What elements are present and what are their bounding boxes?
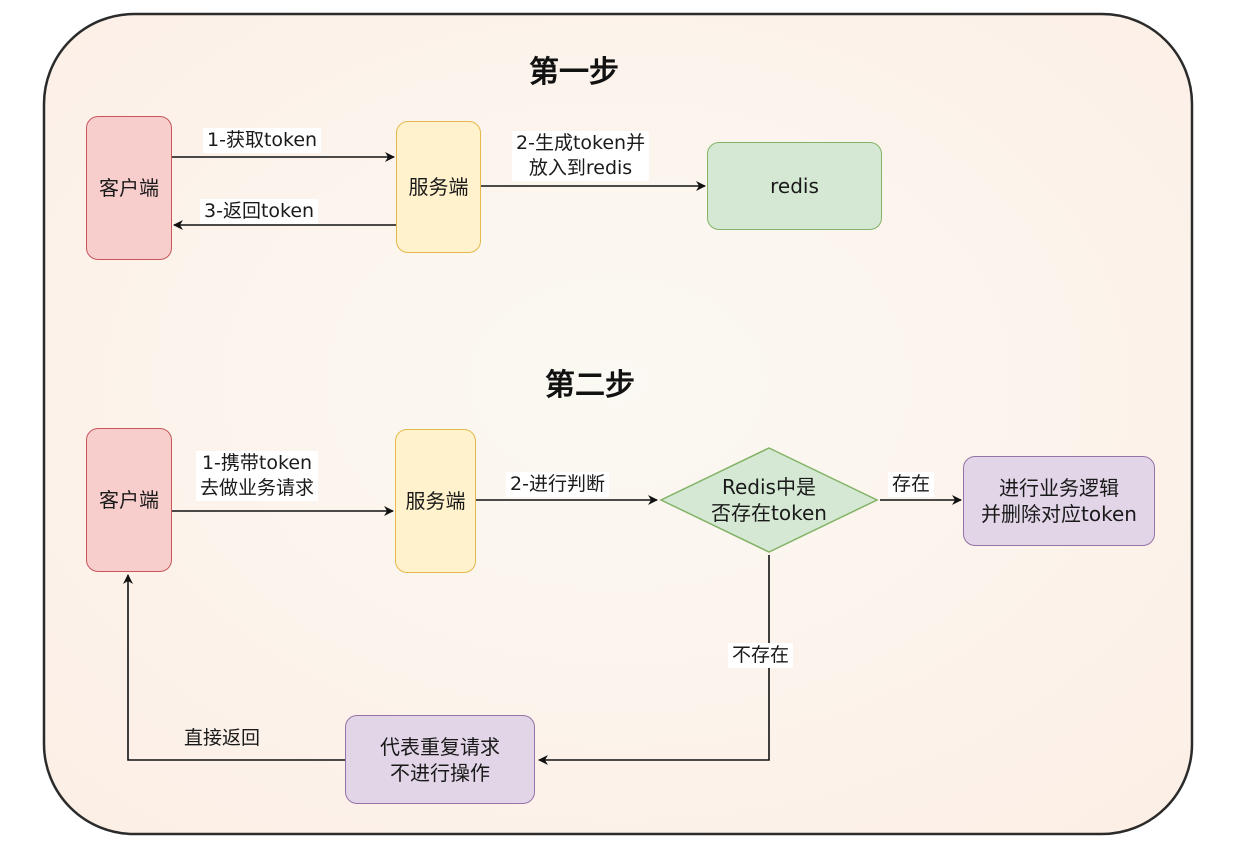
duplicate-request-node: 代表重复请求 不进行操作 [345, 715, 535, 804]
step2-server-node: 服务端 [395, 429, 476, 573]
edge-return-token-label: 3-返回token [200, 199, 319, 224]
edge-get-token-label: 1-获取token [203, 128, 322, 153]
decision-diamond [659, 447, 879, 553]
edge-return-direct [123, 574, 345, 761]
duplicate-request-label: 代表重复请求 不进行操作 [380, 734, 500, 785]
redis-label: redis [770, 174, 819, 198]
step1-client-label: 客户端 [99, 176, 159, 200]
edge-not-exists-label: 不存在 [728, 643, 794, 668]
decision-label: Redis中是 否存在token [711, 475, 827, 525]
edge-judge-label: 2-进行判断 [506, 472, 609, 497]
edge-generate-token-label: 2-生成token并 放入到redis [512, 131, 650, 181]
edge-exists-label: 存在 [888, 472, 935, 497]
process-node: 进行业务逻辑 并删除对应token [963, 456, 1155, 546]
diagram-container [42, 12, 1194, 836]
edge-not-exists [538, 555, 770, 765]
step2-client-node: 客户端 [86, 428, 172, 572]
step1-title: 第一步 [529, 55, 619, 90]
process-label: 进行业务逻辑 并删除对应token [981, 476, 1137, 526]
step1-server-label: 服务端 [408, 175, 469, 199]
step1-server-node: 服务端 [396, 121, 481, 253]
edge-carry-token-label: 1-携带token 去做业务请求 [196, 451, 319, 501]
redis-node: redis [707, 142, 882, 230]
edge-return-direct-label: 直接返回 [184, 727, 261, 749]
step2-title: 第二步 [545, 368, 635, 403]
step1-client-node: 客户端 [86, 116, 172, 260]
step2-server-label: 服务端 [405, 489, 466, 513]
step2-client-label: 客户端 [99, 488, 159, 512]
